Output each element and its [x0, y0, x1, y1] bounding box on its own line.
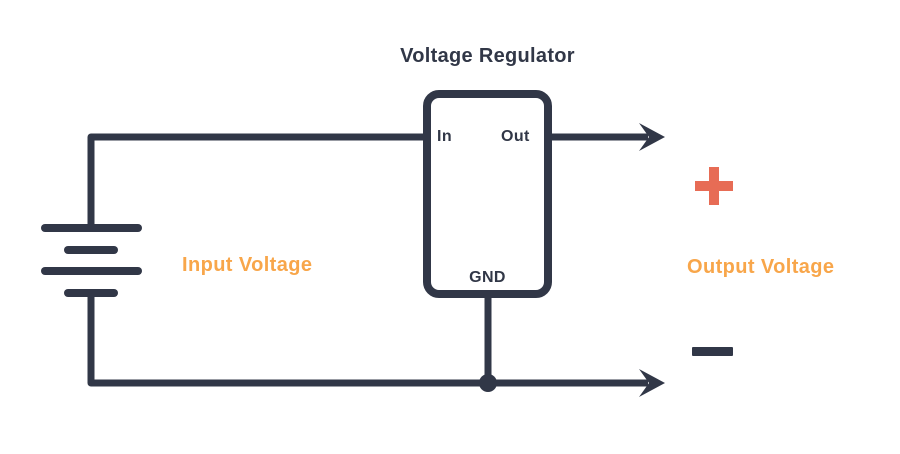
minus-icon — [692, 347, 733, 356]
input-voltage-label: Input Voltage — [182, 254, 313, 276]
input-wire — [87, 133, 425, 230]
pin-out-label: Out — [501, 128, 530, 145]
battery-icon — [41, 224, 142, 297]
ground-wire — [87, 291, 648, 387]
plus-icon — [695, 167, 733, 205]
pin-gnd-label: GND — [469, 269, 506, 286]
arrow-right-icon — [639, 369, 665, 397]
output-voltage-label: Output Voltage — [687, 256, 835, 278]
voltage-regulator-box — [423, 90, 552, 298]
arrow-right-icon — [639, 123, 665, 151]
diagram-title: Voltage Regulator — [400, 45, 575, 67]
junction-dot — [479, 374, 497, 392]
pin-in-label: In — [437, 128, 453, 145]
